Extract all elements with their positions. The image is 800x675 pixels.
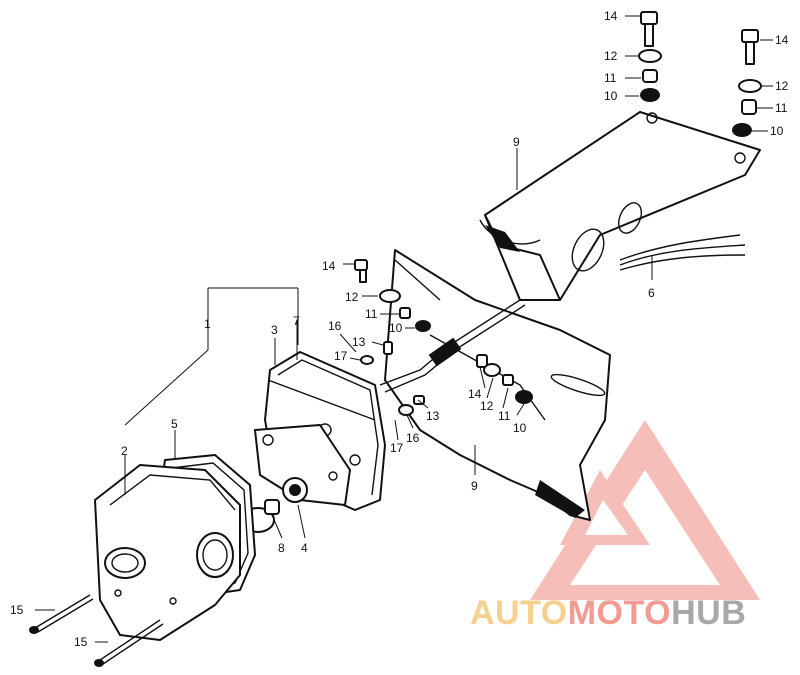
bracket-upper [479, 111, 761, 301]
callout-11: 11 [604, 71, 617, 85]
callout-12: 12 [480, 399, 494, 413]
callout-10: 10 [389, 321, 403, 335]
callout-7: 7 [293, 314, 300, 328]
callout-17: 17 [334, 349, 348, 363]
long-screw-b [94, 619, 164, 667]
bulb-socket [254, 424, 351, 506]
callout-16: 16 [406, 431, 420, 445]
callout-13: 13 [352, 335, 366, 349]
callout-4: 4 [301, 541, 308, 555]
hardware-small [360, 341, 425, 416]
hardware-stack-a [638, 11, 662, 102]
callout-labels: 14 12 11 10 14 12 11 10 9 6 14 12 11 10 … [10, 9, 789, 649]
callout-9: 9 [471, 479, 478, 493]
watermark-text-auto: AUTO [470, 594, 568, 632]
callout-14: 14 [775, 33, 789, 47]
wire-harness [379, 234, 746, 393]
callout-14: 14 [604, 9, 618, 23]
watermark-text-moto: MOTO [568, 594, 671, 632]
callout-14: 14 [322, 259, 336, 273]
callout-14: 14 [468, 387, 482, 401]
callout-10: 10 [513, 421, 527, 435]
callout-8: 8 [278, 541, 285, 555]
hardware-stack-c [354, 259, 431, 332]
hardware-stack-b [732, 29, 762, 137]
callout-1: 1 [204, 317, 211, 331]
watermark-text: AUTOMOTOHUB [470, 594, 746, 632]
lens-housing [94, 464, 241, 641]
callout-11: 11 [775, 101, 788, 115]
callout-10: 10 [604, 89, 618, 103]
callout-9: 9 [513, 135, 520, 149]
callout-16: 16 [328, 319, 342, 333]
bracket-lower [384, 249, 611, 521]
callout-3: 3 [271, 323, 278, 337]
callout-11: 11 [365, 307, 378, 321]
callout-12: 12 [604, 49, 618, 63]
callout-12: 12 [775, 79, 789, 93]
callout-6: 6 [648, 286, 655, 300]
hardware-stack-d [476, 354, 533, 404]
long-screw-a [29, 594, 94, 634]
leader-lines [35, 15, 773, 643]
watermark-text-hub: HUB [671, 594, 746, 632]
watermark-triangle-small-inner [585, 500, 628, 535]
callout-11: 11 [498, 409, 511, 423]
watermark-logo [530, 420, 760, 600]
callout-2: 2 [121, 444, 128, 458]
callout-12: 12 [345, 290, 359, 304]
callout-5: 5 [171, 417, 178, 431]
callout-13: 13 [426, 409, 440, 423]
callout-15: 15 [10, 603, 24, 617]
callout-15: 15 [74, 635, 88, 649]
callout-17: 17 [390, 441, 404, 455]
callout-10: 10 [770, 124, 784, 138]
watermark-triangle-inner [570, 470, 720, 585]
